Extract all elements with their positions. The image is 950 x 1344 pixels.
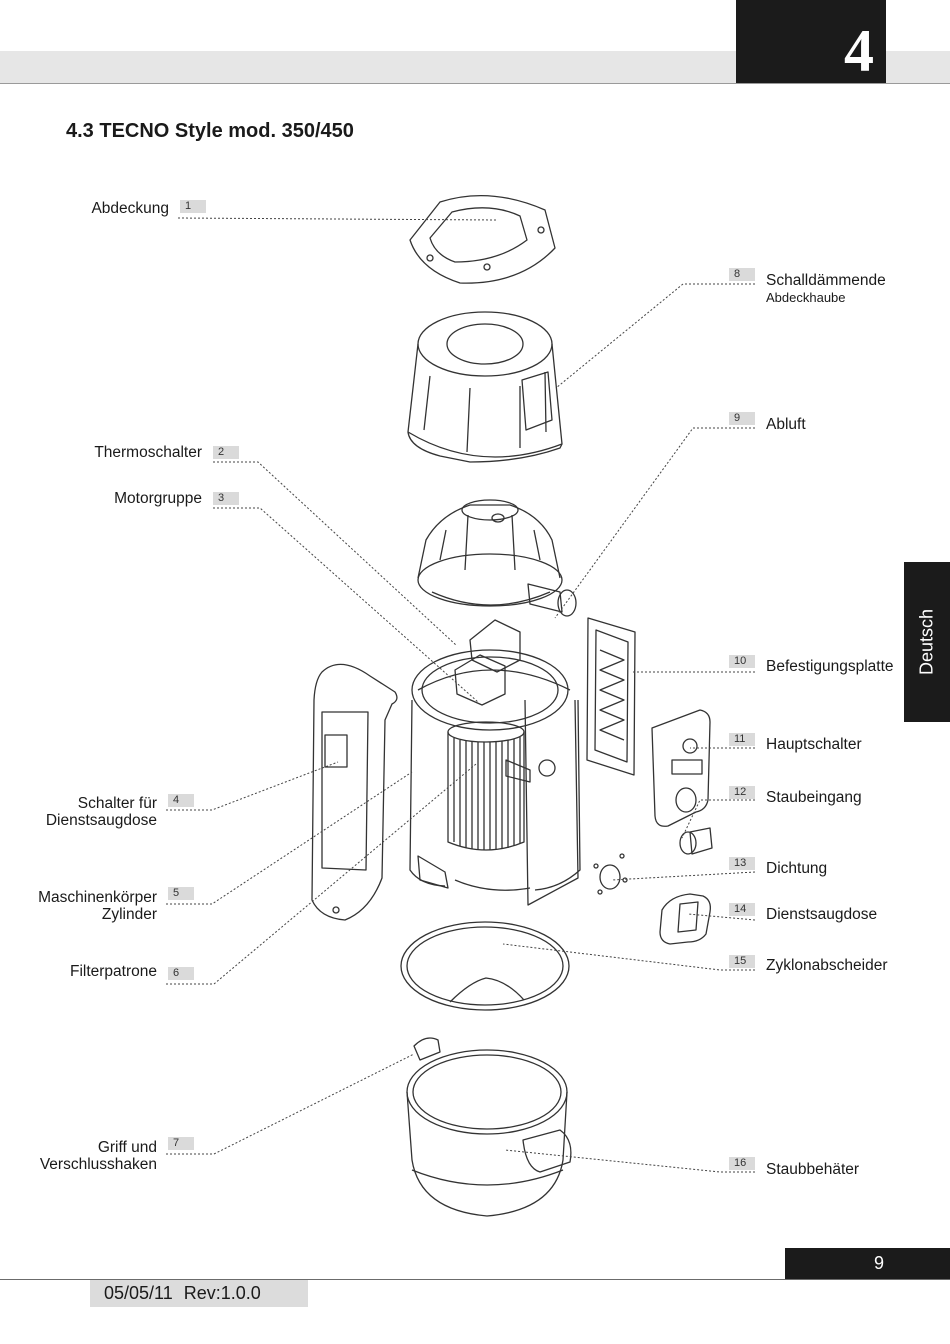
- label-dichtung: Dichtung: [766, 860, 828, 877]
- label-hauptschalter: Hauptschalter: [766, 736, 862, 753]
- callout-10: 10: [729, 655, 755, 668]
- callout-16: 16: [729, 1157, 755, 1170]
- label-maschinenkoerper: Maschinenkörper Zylinder: [38, 889, 157, 923]
- part-mounting-plate: [586, 617, 636, 776]
- leader-12: [681, 799, 755, 839]
- leader-3: [213, 507, 479, 703]
- leader-6: [166, 763, 477, 985]
- label-griff: Griff und Verschlusshaken: [40, 1139, 157, 1173]
- part-dust-container: [406, 1037, 572, 1217]
- leader-5: [166, 771, 413, 905]
- part-motor: [417, 499, 577, 617]
- chapter-box: 4: [736, 0, 886, 83]
- label-line-2: Dienstsaugdose: [45, 812, 157, 829]
- callout-1: 1: [180, 200, 206, 213]
- footer-revision-box: 05/05/11 Rev:1.0.0: [90, 1280, 308, 1307]
- callout-2: 2: [213, 446, 239, 459]
- page-number-box: 9: [785, 1248, 950, 1280]
- leader-13: [611, 871, 756, 881]
- leader-1: [177, 217, 497, 221]
- label-line-1: Schalldämmende: [766, 272, 886, 289]
- label-motorgruppe: Motorgruppe: [114, 490, 202, 507]
- leader-16: [504, 1149, 755, 1173]
- label-abdeckung: Abdeckung: [91, 200, 169, 217]
- language-tab: Deutsch: [904, 562, 950, 722]
- leader-8: [555, 283, 755, 389]
- leader-9: [554, 427, 755, 619]
- page-number: 9: [873, 1253, 884, 1273]
- label-schalldaemmende: Schalldämmende Abdeckhaube: [766, 272, 886, 306]
- chapter-number: 4: [844, 18, 874, 84]
- label-filterpatrone: Filterpatrone: [69, 963, 157, 980]
- label-line-1: Maschinenkörper: [38, 889, 157, 906]
- callout-4: 4: [168, 794, 194, 807]
- label-line-2: Verschlusshaken: [39, 1156, 157, 1173]
- label-line-1: Griff und: [97, 1139, 157, 1156]
- leader-14: [687, 913, 756, 921]
- label-zyklonabscheider: Zyklonabscheider: [766, 957, 888, 974]
- footer-date-revision: 05/05/11 Rev:1.0.0: [104, 1283, 261, 1303]
- label-abluft: Abluft: [766, 416, 806, 433]
- part-switch-panel: [311, 663, 398, 921]
- label-thermoschalter: Thermoschalter: [94, 444, 202, 461]
- part-cylinder-body: [409, 669, 581, 906]
- callout-9: 9: [729, 412, 755, 425]
- leader-15: [502, 943, 755, 971]
- leader-4: [166, 761, 339, 811]
- label-line-1: Schalter für: [77, 795, 157, 812]
- part-cyclone: [400, 921, 570, 1011]
- callout-3: 3: [213, 492, 239, 505]
- label-line-2: Abdeckhaube: [766, 290, 846, 305]
- label-schalter-dienstsaugdose: Schalter für Dienstsaugdose: [46, 795, 157, 829]
- callout-14: 14: [729, 903, 755, 916]
- section-title: 4.3 TECNO Style mod. 350/450: [66, 120, 354, 142]
- callout-12: 12: [729, 786, 755, 799]
- part-gasket: [593, 853, 628, 895]
- label-staubbehaeter: Staubbehäter: [766, 1161, 860, 1178]
- callout-7: 7: [168, 1137, 194, 1150]
- part-main-switch: [651, 709, 713, 855]
- part-filter: [447, 721, 531, 851]
- label-staubeingang: Staubeingang: [766, 789, 862, 806]
- callout-6: 6: [168, 967, 194, 980]
- leader-7: [166, 1053, 415, 1155]
- leader-2: [213, 461, 457, 646]
- part-sound-hood: [407, 311, 563, 463]
- part-service-socket: [659, 893, 711, 945]
- callout-13: 13: [729, 857, 755, 870]
- footer-rule: [0, 1279, 950, 1280]
- callout-8: 8: [729, 268, 755, 281]
- label-befestigungsplatte: Befestigungsplatte: [766, 658, 894, 675]
- callout-5: 5: [168, 887, 194, 900]
- callout-11: 11: [729, 733, 755, 746]
- part-motor-housing: [411, 619, 569, 731]
- label-line-2: Zylinder: [101, 906, 157, 923]
- callout-15: 15: [729, 955, 755, 968]
- part-cover: [409, 195, 556, 284]
- label-dienstsaugdose: Dienstsaugdose: [766, 906, 878, 923]
